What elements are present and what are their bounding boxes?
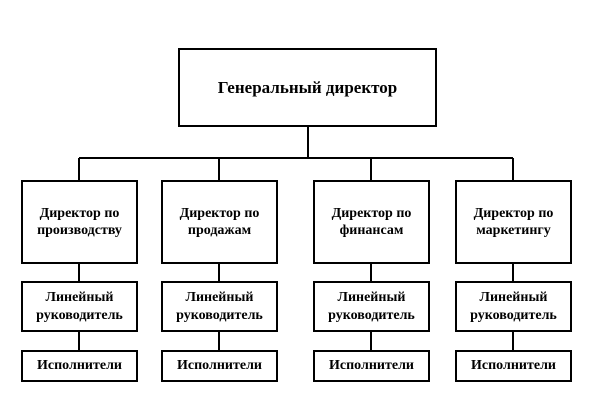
executors-box-marketing: Исполнители — [455, 350, 572, 382]
line-manager-box-production: Линейный руководитель — [21, 281, 138, 332]
executors-label: Исполнители — [177, 358, 262, 374]
executors-label: Исполнители — [37, 358, 122, 374]
line-manager-box-finance: Линейный руководитель — [313, 281, 430, 332]
executors-box-production: Исполнители — [21, 350, 138, 382]
executors-label: Исполнители — [471, 358, 556, 374]
director-box-marketing: Директор по маркетингу — [455, 180, 572, 264]
line-manager-label: Линейный руководитель — [470, 290, 557, 323]
general-director-label: Генеральный директор — [217, 77, 398, 97]
executors-box-finance: Исполнители — [313, 350, 430, 382]
director-box-sales: Директор по продажам — [161, 180, 278, 264]
director-label-sales: Директор по продажам — [179, 205, 260, 239]
line-manager-box-marketing: Линейный руководитель — [455, 281, 572, 332]
line-manager-label: Линейный руководитель — [176, 290, 263, 323]
executors-label: Исполнители — [329, 358, 414, 374]
line-manager-label: Линейный руководитель — [36, 290, 123, 323]
executors-box-sales: Исполнители — [161, 350, 278, 382]
director-box-finance: Директор по финансам — [313, 180, 430, 264]
director-label-finance: Директор по финансам — [331, 205, 412, 239]
director-box-production: Директор по производству — [21, 180, 138, 264]
director-label-production: Директор по производству — [37, 205, 122, 239]
line-manager-label: Линейный руководитель — [328, 290, 415, 323]
general-director-box: Генеральный директор — [178, 48, 437, 127]
director-label-marketing: Директор по маркетингу — [473, 205, 554, 239]
line-manager-box-sales: Линейный руководитель — [161, 281, 278, 332]
